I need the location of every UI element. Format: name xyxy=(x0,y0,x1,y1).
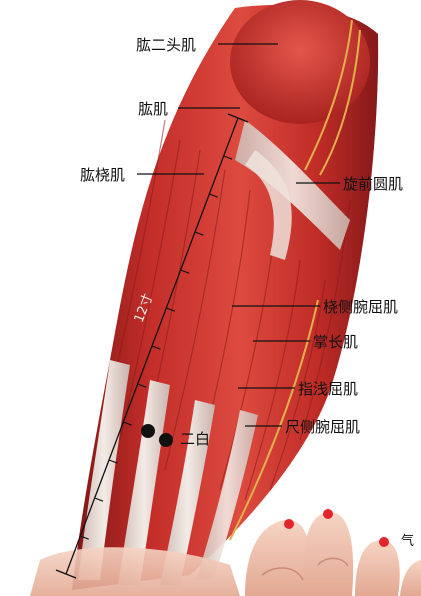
label-biceps: 肱二头肌 xyxy=(136,34,196,55)
label-flexor-digitorum-superficialis: 指浅屈肌 xyxy=(298,378,358,399)
label-acupoint-erbai: 二白 xyxy=(180,428,210,449)
label-brachioradialis: 肱桡肌 xyxy=(80,164,125,185)
finger-acupoint xyxy=(323,509,333,519)
label-palmaris-longus: 掌长肌 xyxy=(313,331,358,352)
biceps-muscle xyxy=(230,0,370,124)
finger-acupoint xyxy=(284,519,294,529)
acupoint-erbai-2 xyxy=(159,433,173,447)
acupoint-erbai-1 xyxy=(141,424,155,438)
finger-acupoint xyxy=(379,537,389,547)
label-flexor-carpi-radialis: 桡侧腕屈肌 xyxy=(323,296,398,317)
fingertips xyxy=(245,512,421,596)
label-flexor-carpi-ulnaris: 尺侧腕屈肌 xyxy=(285,416,360,437)
label-finger: 气 xyxy=(401,530,414,549)
label-brachialis: 肱肌 xyxy=(138,98,168,119)
label-pronator-teres: 旋前圆肌 xyxy=(343,173,403,194)
